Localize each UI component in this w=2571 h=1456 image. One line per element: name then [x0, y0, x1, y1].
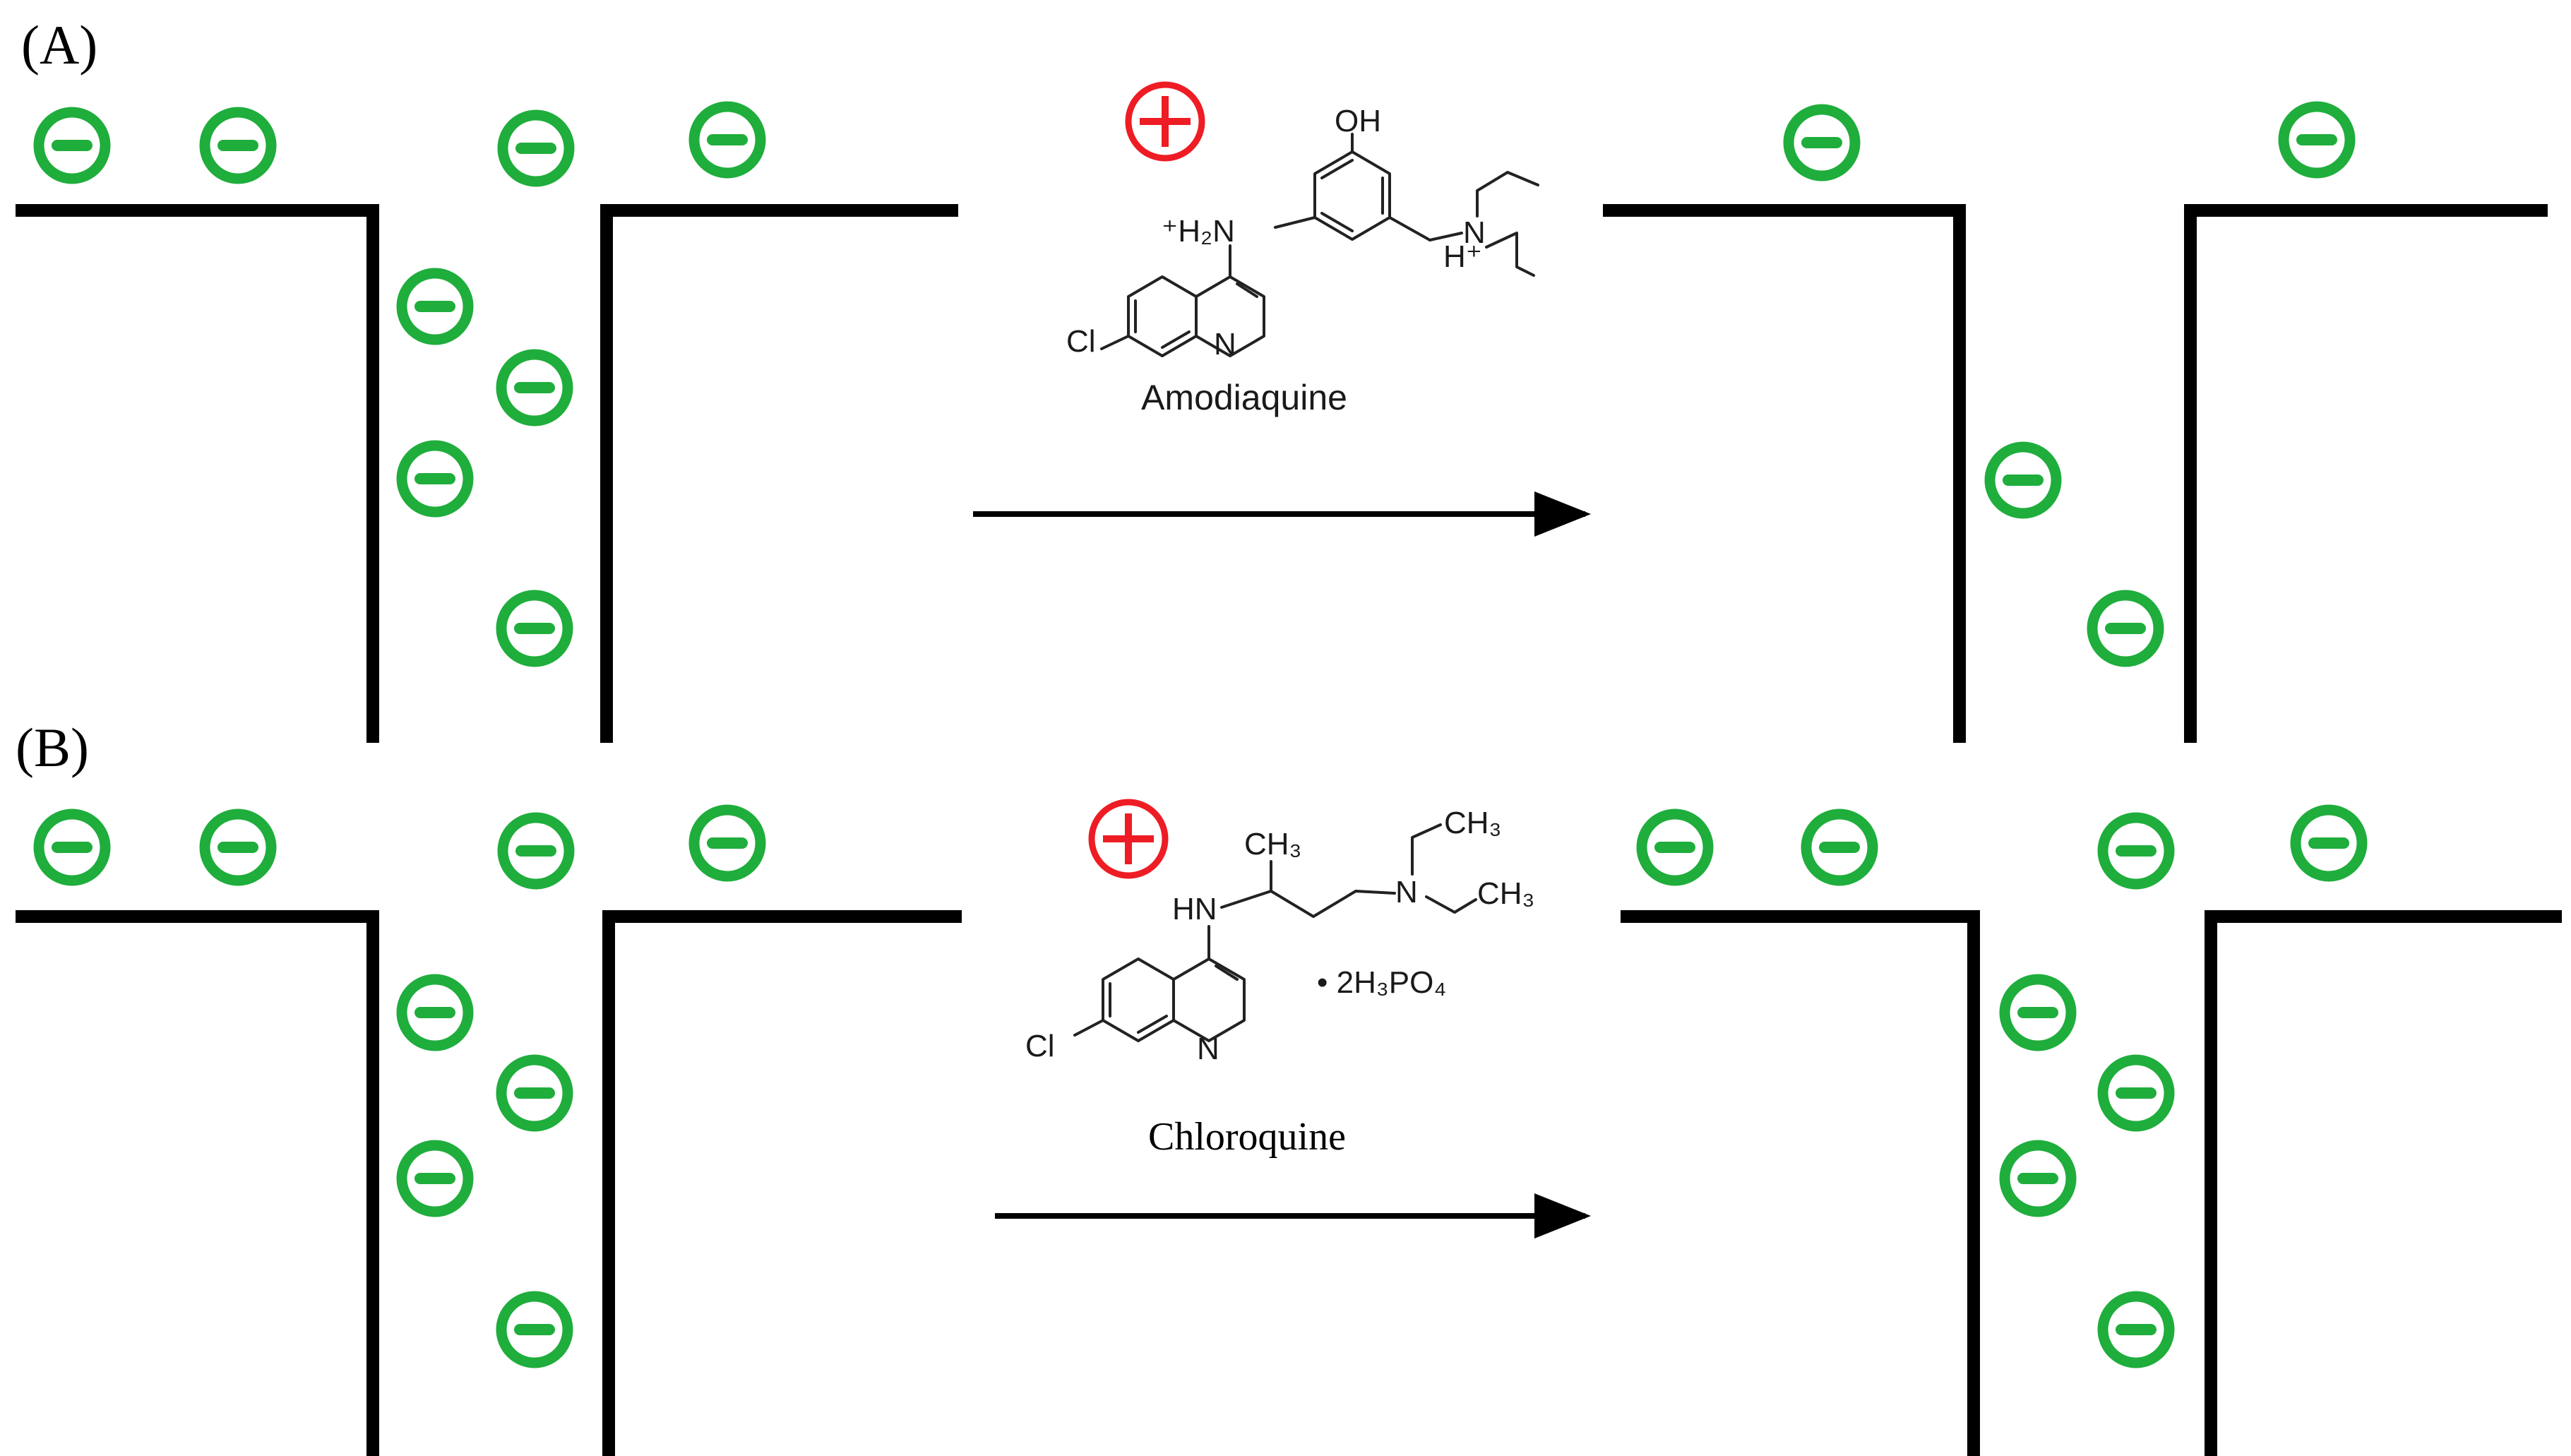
channel-wall-right [2205, 910, 2562, 1456]
atom-amine-h2n: ⁺H₂N [1162, 214, 1235, 249]
minus-circle-icon [2097, 1291, 2175, 1368]
molecule-amodiaquine: OH N H⁺ ⁺H₂N Cl N Amodiaquine [1066, 81, 1539, 417]
salt-label: • 2H₃PO₄ [1317, 965, 1446, 1000]
plus-circle-icon [1125, 81, 1205, 162]
minus-circle-icon [396, 440, 474, 518]
atom-ethyl-2: CH₃ [1477, 876, 1534, 911]
minus-circle-icon [2290, 804, 2368, 882]
atom-methyl: CH₃ [1244, 827, 1301, 861]
molecule-chloroquine: CH₃ HN N CH₃ CH₃ Cl N • 2H₃PO₄ Chloroqui… [1025, 799, 1534, 1159]
channel-wall-left [1603, 204, 1966, 743]
atom-ring-n-a: N [1214, 327, 1236, 362]
channel-wall-right [600, 204, 958, 743]
minus-circle-icon [1999, 974, 2077, 1051]
negative-charges-a-after [1783, 101, 2356, 667]
atom-ethyl-1: CH₃ [1444, 806, 1501, 840]
minus-circle-icon [396, 1140, 474, 1217]
channel-a-after [1603, 101, 2548, 743]
minus-circle-icon [1999, 1140, 2077, 1217]
negative-charges-b-before [33, 804, 766, 1368]
channel-b-after [1621, 804, 2562, 1456]
channel-wall-left [1621, 910, 1980, 1456]
minus-circle-icon [2278, 101, 2356, 179]
negative-charges-b-after [1636, 804, 2368, 1368]
positive-charge-b [1088, 799, 1169, 879]
minus-circle-icon [2097, 1054, 2175, 1132]
atom-ammonium-h: H⁺ [1443, 239, 1482, 274]
minus-circle-icon [199, 107, 277, 184]
plus-circle-icon [1088, 799, 1169, 879]
atom-oh: OH [1335, 104, 1381, 138]
minus-circle-icon [1984, 441, 2062, 519]
channel-wall-left [16, 910, 379, 1456]
channel-wall-right [2184, 204, 2548, 743]
channel-b-before [16, 804, 962, 1456]
panel-a-label: (A) [21, 14, 97, 76]
panel-b-label: (B) [16, 717, 89, 778]
atom-tertiary-n: N [1395, 875, 1418, 909]
panel-b: (B) CH₃ HN N CH₃ CH₃ [16, 717, 2562, 1456]
channel-wall-right [602, 910, 962, 1456]
minus-circle-icon [1801, 808, 1878, 886]
minus-circle-icon [396, 974, 474, 1051]
atom-chlorine-b: Cl [1025, 1029, 1055, 1063]
minus-circle-icon [33, 808, 111, 886]
minus-circle-icon [396, 268, 474, 345]
minus-circle-icon [199, 808, 277, 886]
positive-charge-a [1125, 81, 1205, 162]
atom-ring-n-b: N [1197, 1032, 1219, 1066]
minus-circle-icon [1783, 104, 1861, 181]
negative-charges-a-before [33, 101, 766, 667]
minus-circle-icon [33, 107, 111, 184]
minus-circle-icon [496, 1291, 573, 1368]
atom-ammonium-n: N [1463, 215, 1486, 250]
minus-circle-icon [496, 1054, 573, 1132]
atom-chlorine-a: Cl [1066, 324, 1096, 359]
molecule-name-amodiaquine: Amodiaquine [1141, 378, 1347, 417]
minus-circle-icon [496, 349, 573, 426]
minus-circle-icon [688, 804, 766, 882]
minus-circle-icon [1636, 808, 1714, 886]
minus-circle-icon [497, 812, 575, 890]
minus-circle-icon [496, 590, 573, 667]
minus-circle-icon [2097, 812, 2175, 890]
minus-circle-icon [497, 109, 575, 187]
minus-circle-icon [688, 101, 766, 179]
channel-wall-left [16, 204, 379, 743]
minus-circle-icon [2087, 590, 2164, 667]
channel-a-before [16, 101, 958, 743]
panel-a: (A) OH N H⁺ [16, 14, 2548, 743]
atom-amine-hn: HN [1172, 892, 1217, 926]
molecule-name-chloroquine: Chloroquine [1148, 1115, 1346, 1159]
